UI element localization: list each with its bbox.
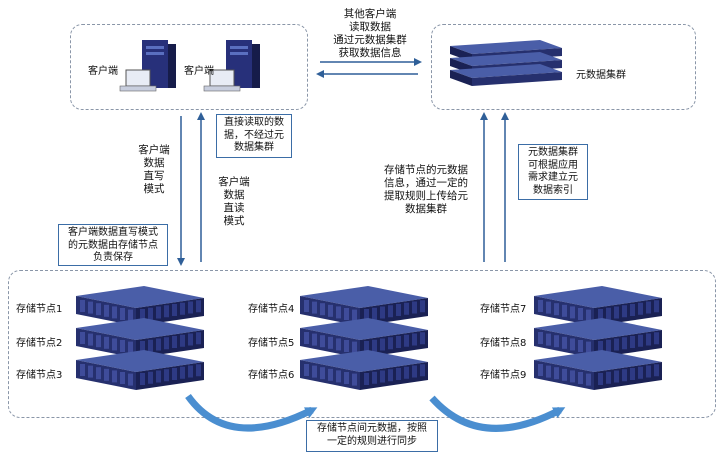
storage-server-icon bbox=[76, 318, 204, 358]
direct-write-mode-text: 客户端 数据 直写 模式 bbox=[132, 144, 176, 196]
direct-read-line-3: 直读 bbox=[223, 202, 245, 214]
metadata-cluster-label: 元数据集群 bbox=[576, 70, 626, 81]
client-computer-icon-left bbox=[119, 40, 176, 92]
storage-node-label: 存储节点2 bbox=[16, 338, 63, 349]
direct-read-line-1: 客户端 bbox=[218, 176, 250, 188]
direct-write-metadata-note: 客户端数据直写模式 的元数据由存储节点 负责保存 bbox=[58, 224, 168, 266]
client-zone bbox=[70, 24, 308, 110]
upload-text-line-1: 存储节点的元数据 bbox=[384, 164, 468, 176]
write-metadata-note-line-1: 客户端数据直写模式 bbox=[68, 227, 158, 238]
storage-node-label: 存储节点4 bbox=[248, 304, 295, 315]
storage-server-icon bbox=[76, 350, 204, 390]
storage-server-icon bbox=[534, 286, 662, 326]
upload-text-line-4: 数据集群 bbox=[405, 203, 447, 215]
other-clients-read-text: 其他客户端 读取数据 通过元数据集群 获取数据信息 bbox=[318, 8, 422, 60]
index-note-line-1: 元数据集群 bbox=[528, 147, 578, 158]
direct-read-line-4: 模式 bbox=[223, 215, 245, 227]
index-note-line-2: 可根据应用 bbox=[528, 159, 578, 171]
write-metadata-note-line-3: 负责保存 bbox=[93, 252, 133, 263]
direct-write-line-4: 模式 bbox=[143, 183, 165, 195]
storage-node-label: 存储节点3 bbox=[16, 370, 63, 381]
upload-text-line-3: 提取规则上传给元 bbox=[384, 190, 468, 202]
storage-node-label: 存储节点5 bbox=[248, 338, 295, 349]
storage-server-icon bbox=[300, 318, 428, 358]
storage-server-icon bbox=[534, 350, 662, 390]
direct-read-mode-text: 客户端 数据 直读 模式 bbox=[212, 176, 256, 228]
other-clients-line-3: 通过元数据集群 bbox=[333, 34, 407, 46]
direct-read-note: 直接读取的数 据，不经过元 数据集群 bbox=[216, 114, 292, 158]
direct-write-line-1: 客户端 bbox=[138, 144, 170, 156]
storage-node-label: 存储节点1 bbox=[16, 304, 63, 315]
upload-text-line-2: 信息，通过一定的 bbox=[384, 177, 468, 189]
storage-server-icon bbox=[300, 350, 428, 390]
sync-curve-arrow-left bbox=[185, 393, 318, 432]
client-computer-icon-right bbox=[203, 40, 260, 92]
storage-node-label: 存储节点8 bbox=[480, 338, 527, 349]
write-metadata-note-line-2: 的元数据由存储节点 bbox=[68, 239, 158, 251]
index-note-line-3: 需求建立元 bbox=[528, 172, 578, 183]
metadata-cluster-server-icon bbox=[450, 40, 562, 86]
index-note-line-4: 数据索引 bbox=[533, 184, 573, 196]
client-left-label: 客户端 bbox=[88, 66, 118, 77]
other-clients-line-4: 获取数据信息 bbox=[338, 47, 402, 59]
metadata-upload-text: 存储节点的元数据 信息，通过一定的 提取规则上传给元 数据集群 bbox=[372, 164, 480, 216]
storage-sync-note: 存储节点间元数据，按照 一定的规则进行同步 bbox=[306, 420, 438, 452]
other-clients-line-2: 读取数据 bbox=[349, 21, 391, 33]
direct-read-note-line-3: 数据集群 bbox=[234, 142, 274, 153]
storage-server-icon bbox=[76, 286, 204, 326]
metadata-index-note: 元数据集群 可根据应用 需求建立元 数据索引 bbox=[518, 144, 588, 200]
direct-read-note-line-1: 直接读取的数 bbox=[224, 117, 284, 128]
client-right-label: 客户端 bbox=[184, 66, 214, 77]
direct-read-note-line-2: 据，不经过元 bbox=[224, 129, 284, 141]
storage-node-label: 存储节点9 bbox=[480, 370, 527, 381]
storage-node-label: 存储节点7 bbox=[480, 304, 527, 315]
other-clients-line-1: 其他客户端 bbox=[343, 8, 397, 20]
direct-read-line-2: 数据 bbox=[223, 189, 245, 201]
storage-server-icon bbox=[534, 318, 662, 358]
direct-write-line-2: 数据 bbox=[143, 157, 165, 169]
sync-curve-arrow-right bbox=[429, 395, 566, 432]
sync-note-line-2: 一定的规则进行同步 bbox=[327, 435, 417, 447]
storage-server-icon bbox=[300, 286, 428, 326]
direct-write-line-3: 直写 bbox=[143, 170, 165, 182]
storage-node-label: 存储节点6 bbox=[248, 370, 295, 381]
sync-note-line-1: 存储节点间元数据，按照 bbox=[317, 423, 427, 434]
